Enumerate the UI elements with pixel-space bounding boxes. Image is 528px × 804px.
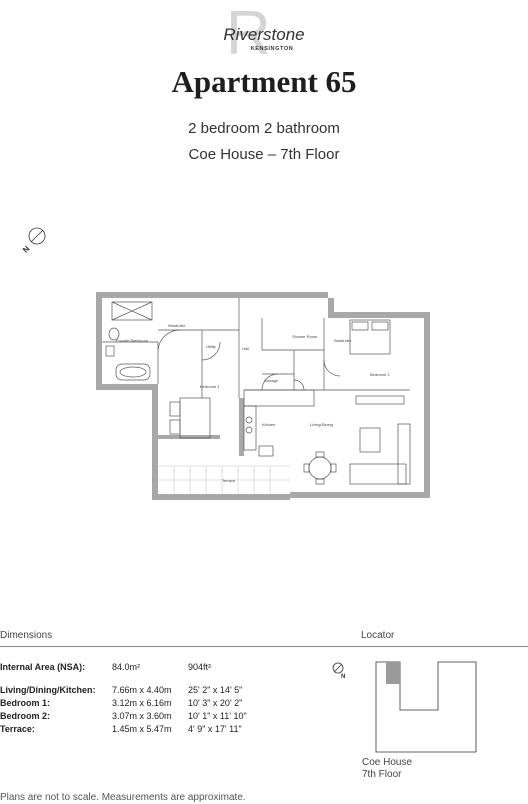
locator-apartment-highlight bbox=[386, 662, 400, 684]
building-floor: Coe House – 7th Floor bbox=[188, 146, 340, 163]
label-shower: Shower Room bbox=[292, 334, 318, 339]
label-living: Living/Dining bbox=[310, 422, 333, 427]
label-hall: Hall bbox=[242, 346, 249, 351]
floor-plan: Ensuite Bathroom Wardrobe Utility Hall S… bbox=[96, 292, 430, 500]
label-bedroom-2: Bedroom 2 bbox=[370, 372, 390, 377]
locator-compass-icon: N bbox=[332, 662, 345, 680]
label-utility: Utility bbox=[206, 344, 216, 349]
label-terrace: Terrace bbox=[222, 478, 236, 483]
logo-sub: KENSINGTON bbox=[251, 46, 294, 52]
label-kitchen: Kitchen bbox=[262, 422, 275, 427]
section-divider bbox=[0, 646, 528, 647]
logo-wordmark: Riverstone bbox=[223, 25, 304, 44]
label-bedroom-1: Bedroom 1 bbox=[200, 384, 220, 389]
locator-heading: Locator bbox=[361, 630, 395, 641]
page-title: Apartment 65 bbox=[171, 64, 357, 99]
dimensions-heading: Dimensions bbox=[0, 630, 53, 641]
locator-building-name: Coe House bbox=[362, 757, 413, 768]
plan-walls bbox=[96, 292, 430, 500]
label-storage: Storage bbox=[264, 378, 279, 383]
locator-map: N bbox=[332, 661, 477, 753]
terrace-decking bbox=[158, 465, 290, 494]
label-wardrobe-2: Wardrobe bbox=[334, 338, 352, 343]
bedroom-summary: 2 bedroom 2 bathroom bbox=[188, 120, 340, 137]
riverstone-logo: R Riverstone KENSINGTON bbox=[223, 2, 304, 66]
compass-north-label: N bbox=[21, 244, 32, 255]
label-wardrobe-1: Wardrobe bbox=[168, 323, 186, 328]
svg-text:N: N bbox=[341, 674, 345, 680]
logo-monogram-r: R bbox=[226, 2, 271, 66]
label-ensuite: Ensuite Bathroom bbox=[116, 338, 148, 343]
compass-icon: N bbox=[21, 227, 46, 255]
locator-floor: 7th Floor bbox=[362, 769, 402, 780]
disclaimer: Plans are not to scale. Measurements are… bbox=[0, 792, 246, 803]
